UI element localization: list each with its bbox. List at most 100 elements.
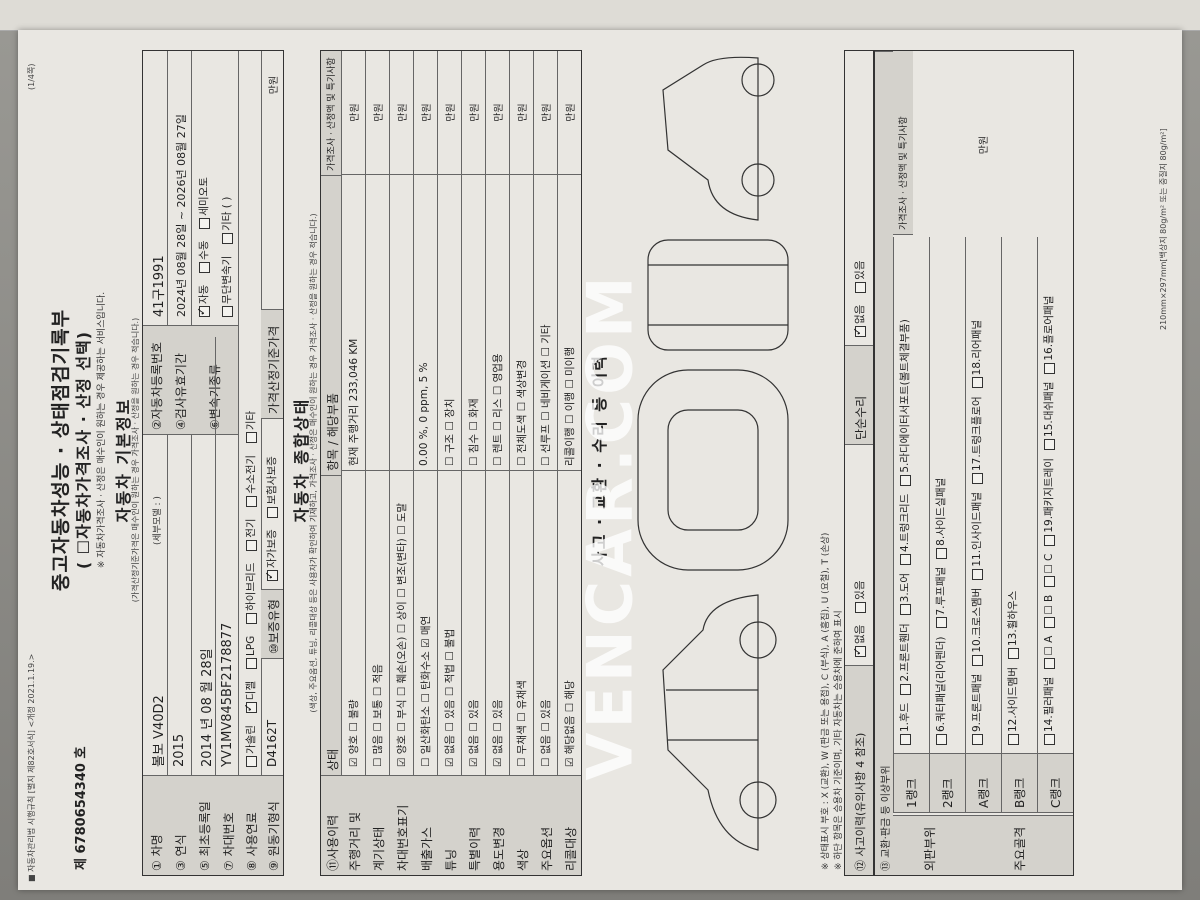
warranty-options: 자가보증 보험사보증 (261, 425, 283, 585)
label-plate: ②자동차등록번호 (143, 325, 167, 435)
part-label: 13.휠하우스 (1007, 590, 1019, 646)
checkbox-gasoline[interactable] (245, 756, 257, 767)
condition-state[interactable]: ☑ 양호 ☐ 불량 (348, 699, 360, 767)
condition-detail[interactable]: 0.00 %, 0 ppm, 5 % (413, 175, 437, 471)
label-simple-repair: 단순수리 (845, 345, 873, 445)
condition-state[interactable]: ☑ 없음 ☐ 있음 (468, 699, 480, 767)
condition-label: 용도변경 (485, 775, 509, 875)
part-label: 2.프론트휀더 (899, 623, 911, 682)
part-checkbox[interactable] (935, 617, 947, 629)
transmission-options-1: 자동 수동 세미오토 (193, 51, 215, 321)
accident-legend: ※ 상태표시 부호 : X (교환), W (판금 또는 용접), C (부식)… (821, 532, 831, 870)
checkbox-self-warranty[interactable] (266, 570, 278, 581)
part-checkbox[interactable] (1043, 362, 1055, 374)
checkbox-manual[interactable] (198, 261, 210, 273)
part-label: 19.패키지트레이 (1043, 457, 1055, 533)
part-checkbox[interactable] (1043, 534, 1055, 546)
checkbox-semi-auto[interactable] (198, 217, 210, 229)
simple-repair-options: 없음 있음 (845, 141, 873, 341)
checkbox-hybrid[interactable] (245, 612, 257, 624)
checkbox-other-trans[interactable] (221, 232, 233, 244)
condition-detail[interactable]: ☐ 선루프 ☐ 네비게이션 ☐ 기타 (533, 175, 557, 471)
part-label: ☐ C (1043, 553, 1055, 574)
label-inspection-period: ④검사유효기간 (167, 325, 191, 435)
checkbox-insurer-warranty[interactable] (266, 506, 278, 518)
value-car-name: 볼보 V40D2 (152, 695, 167, 767)
checkbox-auto[interactable] (198, 306, 210, 317)
condition-state[interactable]: ☐ 많음 ☐ 보통 ☐ 적음 (372, 664, 384, 767)
part-checkbox[interactable] (1007, 648, 1019, 659)
part-label: 10.크로스멤버 (971, 587, 983, 653)
value-plate: 41구1991 (152, 255, 167, 317)
condition-state[interactable]: ☐ 없음 ☐ 있음 (540, 699, 552, 767)
part-checkbox[interactable] (1043, 575, 1055, 587)
checkbox-repair-yes[interactable] (854, 281, 866, 293)
car-frame-view (647, 239, 789, 351)
law-note: ■ 자동차관리법 시행규칙 [별지 제82호서식] <개정 2021.1.19.… (27, 653, 36, 882)
label-exchange: ⑬ 교환·판금 등 이상부위 (875, 51, 893, 875)
label-fuel: ⑧ 사용연료 (238, 775, 261, 875)
condition-state[interactable]: ☐ 무채색 ☐ 유채색 (516, 680, 528, 767)
document-title: 중고자동차성능 · 상태점검기록부 (50, 308, 72, 592)
label-warranty: ⑩보증유형 (261, 589, 283, 659)
detail-model: (세부모델 : ) (153, 496, 163, 545)
condition-unit: 만원 (485, 51, 509, 175)
part-label: 1.후드 (899, 702, 911, 732)
checkbox-cvt[interactable] (221, 306, 233, 317)
part-checkbox[interactable] (935, 734, 947, 745)
part-checkbox[interactable] (971, 473, 983, 484)
part-checkbox[interactable] (899, 734, 911, 745)
checkbox-hydrogen[interactable] (245, 495, 257, 507)
rank-parts: 14.필러패널☐ A☐ B☐ C19.패키지트레이15.대쉬패널16.플로어패널 (1040, 239, 1072, 749)
checkbox-diesel[interactable] (245, 702, 257, 714)
checkbox-electric[interactable] (245, 539, 257, 551)
inspection-record-sheet: ■ 자동차관리법 시행규칙 [별지 제82호서식] <개정 2021.1.19.… (18, 30, 1182, 890)
part-checkbox[interactable] (971, 377, 983, 389)
checkbox-accident-none[interactable] (854, 646, 866, 657)
checkbox-repair-none[interactable] (854, 326, 866, 337)
condition-state[interactable]: ☐ 일산화탄소 ☐ 탄화수소 ☑ 매연 (420, 615, 432, 767)
part-checkbox[interactable] (1007, 734, 1019, 745)
part-checkbox[interactable] (1043, 657, 1055, 669)
value-year: 2015 (172, 733, 187, 767)
condition-state[interactable]: ☑ 없음 ☐ 있음 (492, 699, 504, 767)
part-checkbox[interactable] (1043, 438, 1055, 450)
header-price-notes: 가격조사 · 산정액 및 특기사항 (321, 51, 341, 175)
part-checkbox[interactable] (1043, 734, 1055, 745)
checkbox-accident-yes[interactable] (854, 601, 866, 613)
part-checkbox[interactable] (899, 683, 911, 695)
part-checkbox[interactable] (899, 604, 911, 616)
checkbox-lpg[interactable] (245, 658, 257, 670)
part-checkbox[interactable] (971, 654, 983, 666)
value-inspection-period: 2024년 08월 28일 ~ 2026년 08월 27일 (175, 114, 188, 317)
checkbox-other-fuel[interactable] (245, 432, 257, 444)
condition-detail[interactable]: ☐ 전체도색 ☐ 색상변경 (509, 175, 533, 471)
part-label: 8.사이드실패널 (935, 477, 947, 546)
basic-info-table: ① 차명 볼보 V40D2 (세부모델 : ) ②자동차등록번호 41구1991… (142, 50, 284, 876)
part-checkbox[interactable] (971, 734, 983, 745)
condition-detail[interactable]: 현재 주행거리 233,046 KM (341, 175, 365, 471)
rank-label: C랭크 (1037, 753, 1073, 813)
part-label: 12.사이드멤버 (1007, 667, 1019, 732)
rank-label: 2랭크 (929, 753, 965, 813)
condition-detail[interactable]: ☐ 렌트 ☐ 리스 ☐ 영업용 (485, 175, 509, 471)
car-side-right (662, 56, 775, 221)
condition-detail[interactable]: ☐ 침수 ☐ 화재 (461, 175, 485, 471)
condition-state[interactable]: ☑ 양호 ☐ 부식 ☐ 훼손(오손) ☐ 상이 ☐ 변조(변타) ☐ 도말 (396, 502, 408, 767)
rank-parts: 9.프론트패널10.크로스멤버11.인사이드패널17.트렁크플로어18.리어패널 (968, 239, 1000, 749)
condition-detail[interactable] (389, 175, 413, 471)
part-label: 5.라디에이터서포트(볼트체결부품) (899, 319, 911, 473)
condition-detail[interactable] (365, 175, 389, 471)
part-checkbox[interactable] (971, 568, 983, 580)
part-checkbox[interactable] (935, 547, 947, 559)
header-use-history: ⑪사용이력 (321, 775, 341, 875)
watermark: VENCAR.COM (573, 272, 647, 781)
condition-table: ⑪사용이력 상태 항목 / 해당부품 가격조사 · 산정액 및 특기사항 주행거… (320, 50, 582, 876)
part-checkbox[interactable] (1043, 616, 1055, 628)
part-checkbox[interactable] (899, 474, 911, 486)
condition-detail[interactable]: ☐ 구조 ☐ 장치 (437, 175, 461, 471)
value-engine: D4162T (265, 719, 279, 767)
condition-state[interactable]: ☑ 없음 ☐ 있음 ☐ 적법 ☐ 불법 (444, 628, 456, 767)
part-checkbox[interactable] (899, 553, 911, 565)
